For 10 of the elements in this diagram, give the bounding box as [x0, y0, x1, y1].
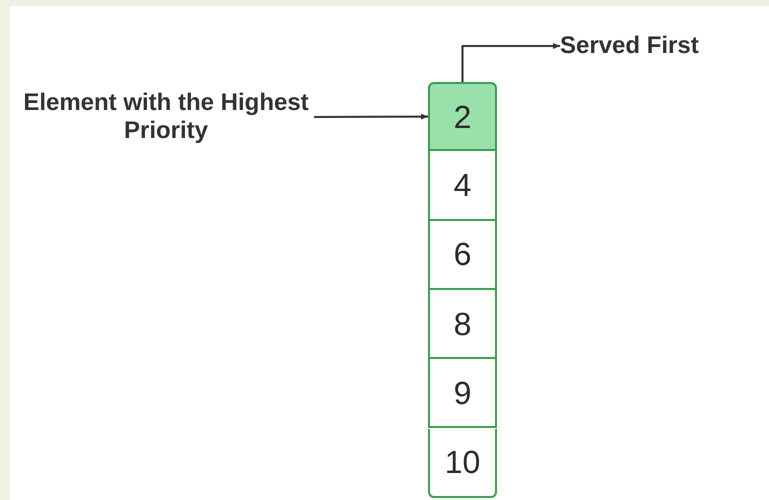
annotation-text: Served First [560, 28, 760, 64]
queue-cell: 10 [428, 428, 497, 498]
queue-cell: 6 [428, 220, 497, 290]
queue-cell: 9 [428, 359, 497, 428]
arrow [462, 43, 560, 82]
annotation-text: Element with the Highest Priority [22, 86, 310, 148]
queue-cell: 4 [428, 151, 497, 221]
queue-cell: 8 [428, 290, 497, 360]
queue-cell: 2 [428, 82, 497, 152]
arrow [314, 114, 428, 120]
